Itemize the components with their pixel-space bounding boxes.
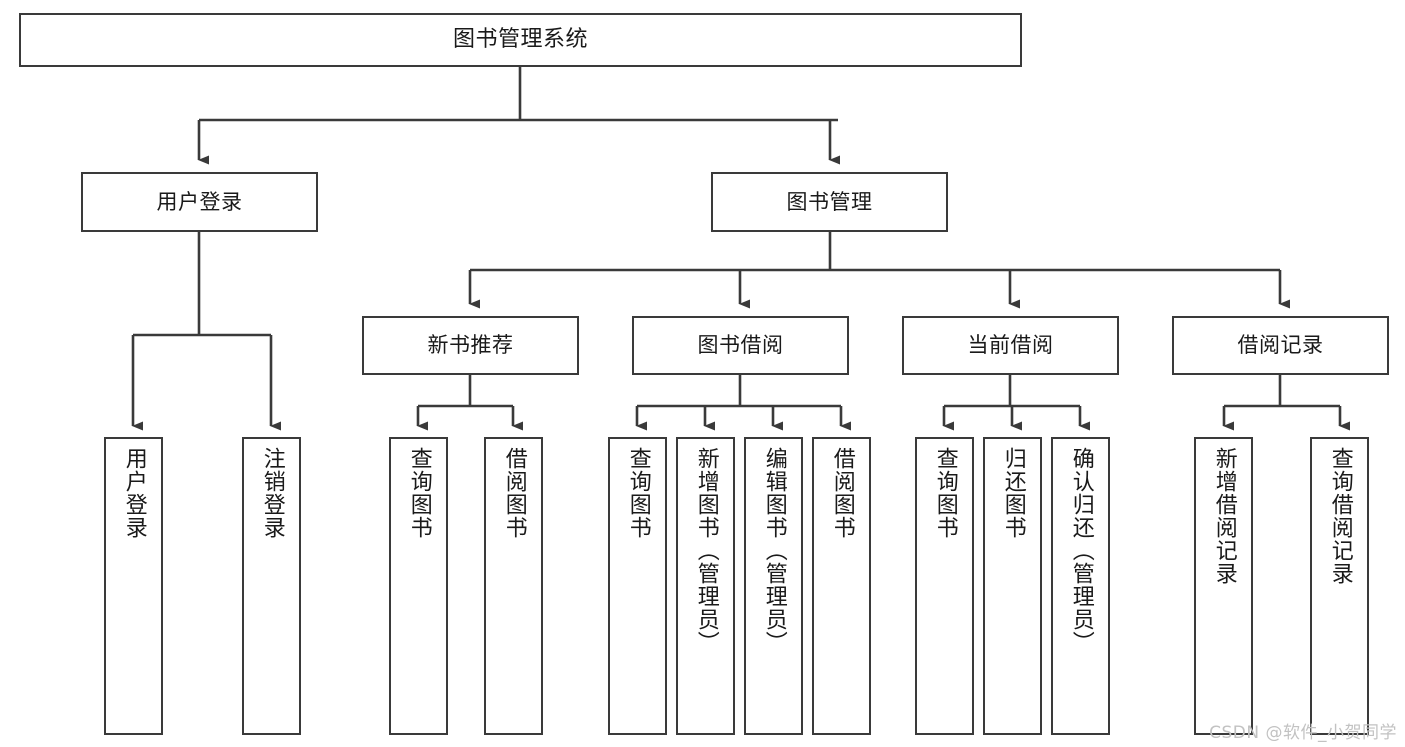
node-root-system[interactable]: 图书管理系统 bbox=[19, 13, 1022, 67]
node-label: 借阅图书 bbox=[501, 447, 527, 539]
node-label: 归还图书 bbox=[1000, 447, 1026, 539]
node-borrow-records[interactable]: 借阅记录 bbox=[1172, 316, 1389, 375]
node-label: 编辑图书（管理员） bbox=[761, 447, 787, 654]
node-label: 注销登录 bbox=[259, 447, 285, 539]
node-label: 新书推荐 bbox=[427, 333, 514, 358]
node-label: 当前借阅 bbox=[967, 333, 1054, 358]
node-label: 用户登录 bbox=[156, 189, 243, 214]
leaf-borrow-query-book[interactable]: 查询图书 bbox=[608, 437, 667, 735]
node-label: 确认归还（管理员） bbox=[1068, 447, 1094, 654]
node-label: 新增图书（管理员） bbox=[693, 447, 719, 654]
node-user-login[interactable]: 用户登录 bbox=[81, 172, 318, 232]
leaf-current-confirm-return-admin[interactable]: 确认归还（管理员） bbox=[1051, 437, 1110, 735]
node-label: 图书管理系统 bbox=[452, 27, 588, 53]
leaf-records-add-record[interactable]: 新增借阅记录 bbox=[1194, 437, 1253, 735]
leaf-records-query-record[interactable]: 查询借阅记录 bbox=[1310, 437, 1369, 735]
node-label: 查询图书 bbox=[406, 447, 432, 539]
node-label: 查询借阅记录 bbox=[1327, 447, 1353, 585]
node-book-borrow[interactable]: 图书借阅 bbox=[632, 316, 849, 375]
leaf-user-login-signin[interactable]: 用户登录 bbox=[104, 437, 163, 735]
leaf-borrow-add-book-admin[interactable]: 新增图书（管理员） bbox=[676, 437, 735, 735]
node-label: 图书借阅 bbox=[697, 333, 784, 358]
node-current-borrow[interactable]: 当前借阅 bbox=[902, 316, 1119, 375]
leaf-current-query-book[interactable]: 查询图书 bbox=[915, 437, 974, 735]
node-label: 查询图书 bbox=[932, 447, 958, 539]
leaf-borrow-borrow-book[interactable]: 借阅图书 bbox=[812, 437, 871, 735]
watermark-text: CSDN @软件_小贺同学 bbox=[1209, 723, 1397, 743]
node-label: 查询图书 bbox=[625, 447, 651, 539]
node-new-book-recommend[interactable]: 新书推荐 bbox=[362, 316, 579, 375]
leaf-new-books-borrow[interactable]: 借阅图书 bbox=[484, 437, 543, 735]
leaf-user-login-signout[interactable]: 注销登录 bbox=[242, 437, 301, 735]
node-label: 借阅记录 bbox=[1237, 333, 1324, 358]
node-label: 用户登录 bbox=[121, 447, 147, 539]
node-book-management[interactable]: 图书管理 bbox=[711, 172, 948, 232]
leaf-current-return-book[interactable]: 归还图书 bbox=[983, 437, 1042, 735]
leaf-borrow-edit-book-admin[interactable]: 编辑图书（管理员） bbox=[744, 437, 803, 735]
node-label: 新增借阅记录 bbox=[1211, 447, 1237, 585]
node-label: 图书管理 bbox=[786, 189, 873, 214]
node-label: 借阅图书 bbox=[829, 447, 855, 539]
leaf-new-books-query[interactable]: 查询图书 bbox=[389, 437, 448, 735]
